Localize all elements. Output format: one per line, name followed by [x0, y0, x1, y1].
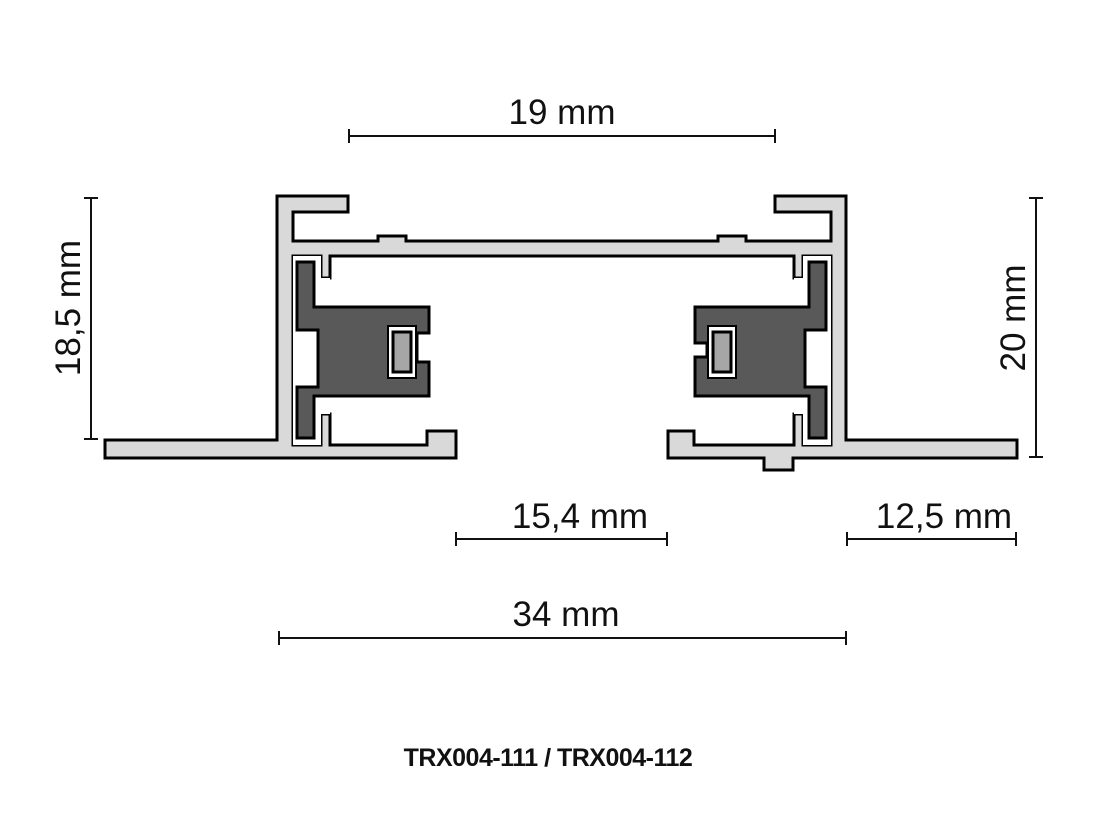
right-conductor-insert — [693, 256, 831, 445]
dimension-lines — [84, 129, 1043, 645]
right-contact — [711, 330, 733, 374]
dimension-top-width — [348, 129, 776, 143]
label-left-height: 18,5 mm — [49, 240, 88, 376]
left-contact — [391, 330, 413, 374]
dimension-left-height — [84, 197, 98, 440]
label-right-height: 20 mm — [994, 265, 1033, 372]
dimension-right-height — [1029, 197, 1043, 458]
left-insert-body — [295, 260, 431, 440]
product-code-title: TRX004-111 / TRX004-112 — [404, 744, 693, 772]
right-insert-body — [693, 260, 828, 440]
label-overall-width: 34 mm — [513, 595, 620, 634]
label-top-width: 19 mm — [509, 93, 616, 132]
left-conductor-insert — [293, 256, 431, 445]
dimension-opening-width — [455, 532, 668, 546]
dimension-flange-width — [846, 532, 1017, 546]
dimension-overall-width — [278, 631, 847, 645]
label-flange-width: 12,5 mm — [876, 497, 1012, 536]
label-opening-width: 15,4 mm — [512, 497, 648, 536]
aluminium-profile — [103, 194, 1019, 472]
